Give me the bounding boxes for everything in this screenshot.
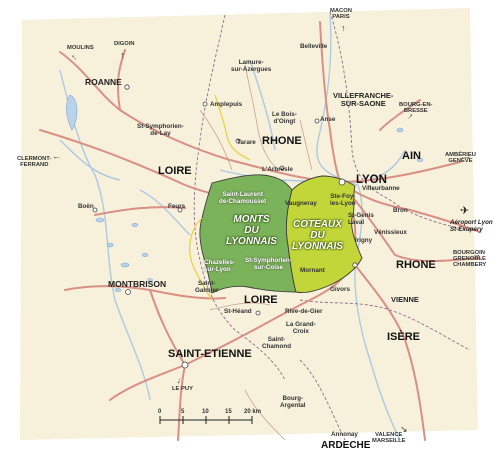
town-anse: Anse (320, 116, 336, 123)
town-amplepuis: Amplepuis (210, 101, 243, 108)
dept-isere: ISÈRE (387, 331, 421, 343)
town-st-chamond: Saint- Chamond (262, 336, 292, 350)
arrow-icon: ↘ (400, 424, 408, 434)
town-vaugneray: Vaugneray (285, 200, 317, 207)
city-lyon: LYON (356, 174, 387, 186)
town-st-symphorien-de-lay: St-Symphorien- de-Lay (137, 123, 184, 137)
dept-ardeche: ARDECHE (321, 440, 371, 451)
town-markers (92, 84, 358, 369)
airplane-icon: ✈ (460, 205, 470, 217)
town-boen: Boën (78, 203, 94, 210)
direction-le-puy: LE PUY (172, 386, 193, 392)
town-bourg-argental: Bourg- Argental (280, 395, 306, 409)
town-st-laurent: Saint-Laurent de-Chamousset (219, 191, 267, 205)
dept-ain: AIN (402, 150, 421, 162)
town-belleville: Belleville (300, 43, 328, 50)
town-chazelles: Chazelles- sur-Lyon (204, 259, 236, 273)
town-bron: Bron (393, 207, 408, 214)
town-givors: Givors (330, 286, 350, 293)
airport-label: Aéroport Lyon St-Exupéry (450, 219, 493, 233)
direction-moulins: MOULINS (67, 45, 94, 51)
direction-bourgoin: BOURGOIN GRENOBLE CHAMBERY (453, 250, 487, 269)
town-tarare: Tarare (237, 139, 256, 146)
area-label-monts: MONTS DU LYONNAIS (226, 214, 277, 247)
arrow-icon: → (462, 151, 471, 161)
area-label-coteaux: COTEAUX DU LYONNAIS (292, 219, 343, 252)
roads (39, 21, 481, 441)
arrow-icon: ↑ (341, 23, 346, 33)
town-le-bois-doingt: Le Bois- d'Oingt (272, 111, 297, 125)
scale-tick-10: 10 (202, 409, 209, 415)
direction-bourg-en-bresse: BOURG-EN- BRESSE (399, 102, 433, 115)
town-villeurbanne: Villeurbanne (362, 185, 400, 192)
town-feurs: Feurs (168, 203, 186, 210)
town-venissieux: Vénissieux (374, 229, 407, 236)
town-ste-foy: Ste-Foy- les-Lyon (330, 193, 356, 207)
town-rive-de-gier: Rive-de-Gier (285, 308, 323, 315)
city-roanne: ROANNE (85, 77, 122, 87)
town-st-galmier: Saint- Galmier (195, 280, 219, 294)
town-mornant: Mornant (300, 267, 325, 274)
town-lamure: Lamure- sur-Azergues (231, 59, 272, 73)
monts-du-lyonnais-area (199, 174, 297, 294)
arrow-icon: ↑ (120, 50, 125, 60)
arrow-icon: ← (52, 151, 61, 161)
city-villefranche: VILLEFRANCHE- SUR-SAONE (333, 91, 394, 108)
wine-route (189, 94, 251, 301)
town-annonay: Annonay (331, 431, 358, 438)
town-st-genis-laval: St-Genis Laval (348, 212, 374, 226)
rivers (59, 14, 406, 441)
city-montbrison: MONTBRISON (108, 279, 167, 289)
scale-bar (159, 416, 253, 424)
city-vienne: VIENNE (391, 295, 419, 304)
direction-digoin: DIGOIN (114, 41, 135, 47)
dept-rhone-east: RHONE (396, 259, 436, 271)
scale-tick-5: 5 (181, 409, 185, 415)
town-irigny: Irigny (355, 237, 373, 244)
scale-tick-0: 0 (158, 409, 162, 415)
town-larbresle: L'Arbresle (262, 166, 293, 173)
scale-tick-20km: 20 km (244, 409, 262, 415)
coteaux-du-lyonnais-area (285, 175, 363, 294)
scale-tick-15: 15 (225, 409, 232, 415)
direction-valence: VALENCE MARSEILLE (372, 432, 406, 445)
direction-amberieu: AMBÉRIEU GENÈVE (445, 152, 476, 165)
direction-macon-paris: MACON PARIS (330, 8, 352, 21)
dept-loire-south: LOIRE (244, 294, 278, 306)
town-st-symphorien-coise: St-Symphorien- sur-Coise (245, 257, 292, 271)
town-st-heand: St-Héand (224, 308, 252, 315)
dept-loire-north: LOIRE (158, 165, 192, 177)
direction-clermont: CLERMONT- FERRAND (17, 156, 52, 169)
arrow-icon: → (472, 249, 481, 259)
lakes (66, 94, 424, 292)
town-la-grand-croix: La Grand- Croix (286, 321, 316, 335)
city-saint-etienne: SAINT-ETIENNE (168, 348, 252, 360)
dept-rhone-north: RHONE (262, 135, 302, 147)
